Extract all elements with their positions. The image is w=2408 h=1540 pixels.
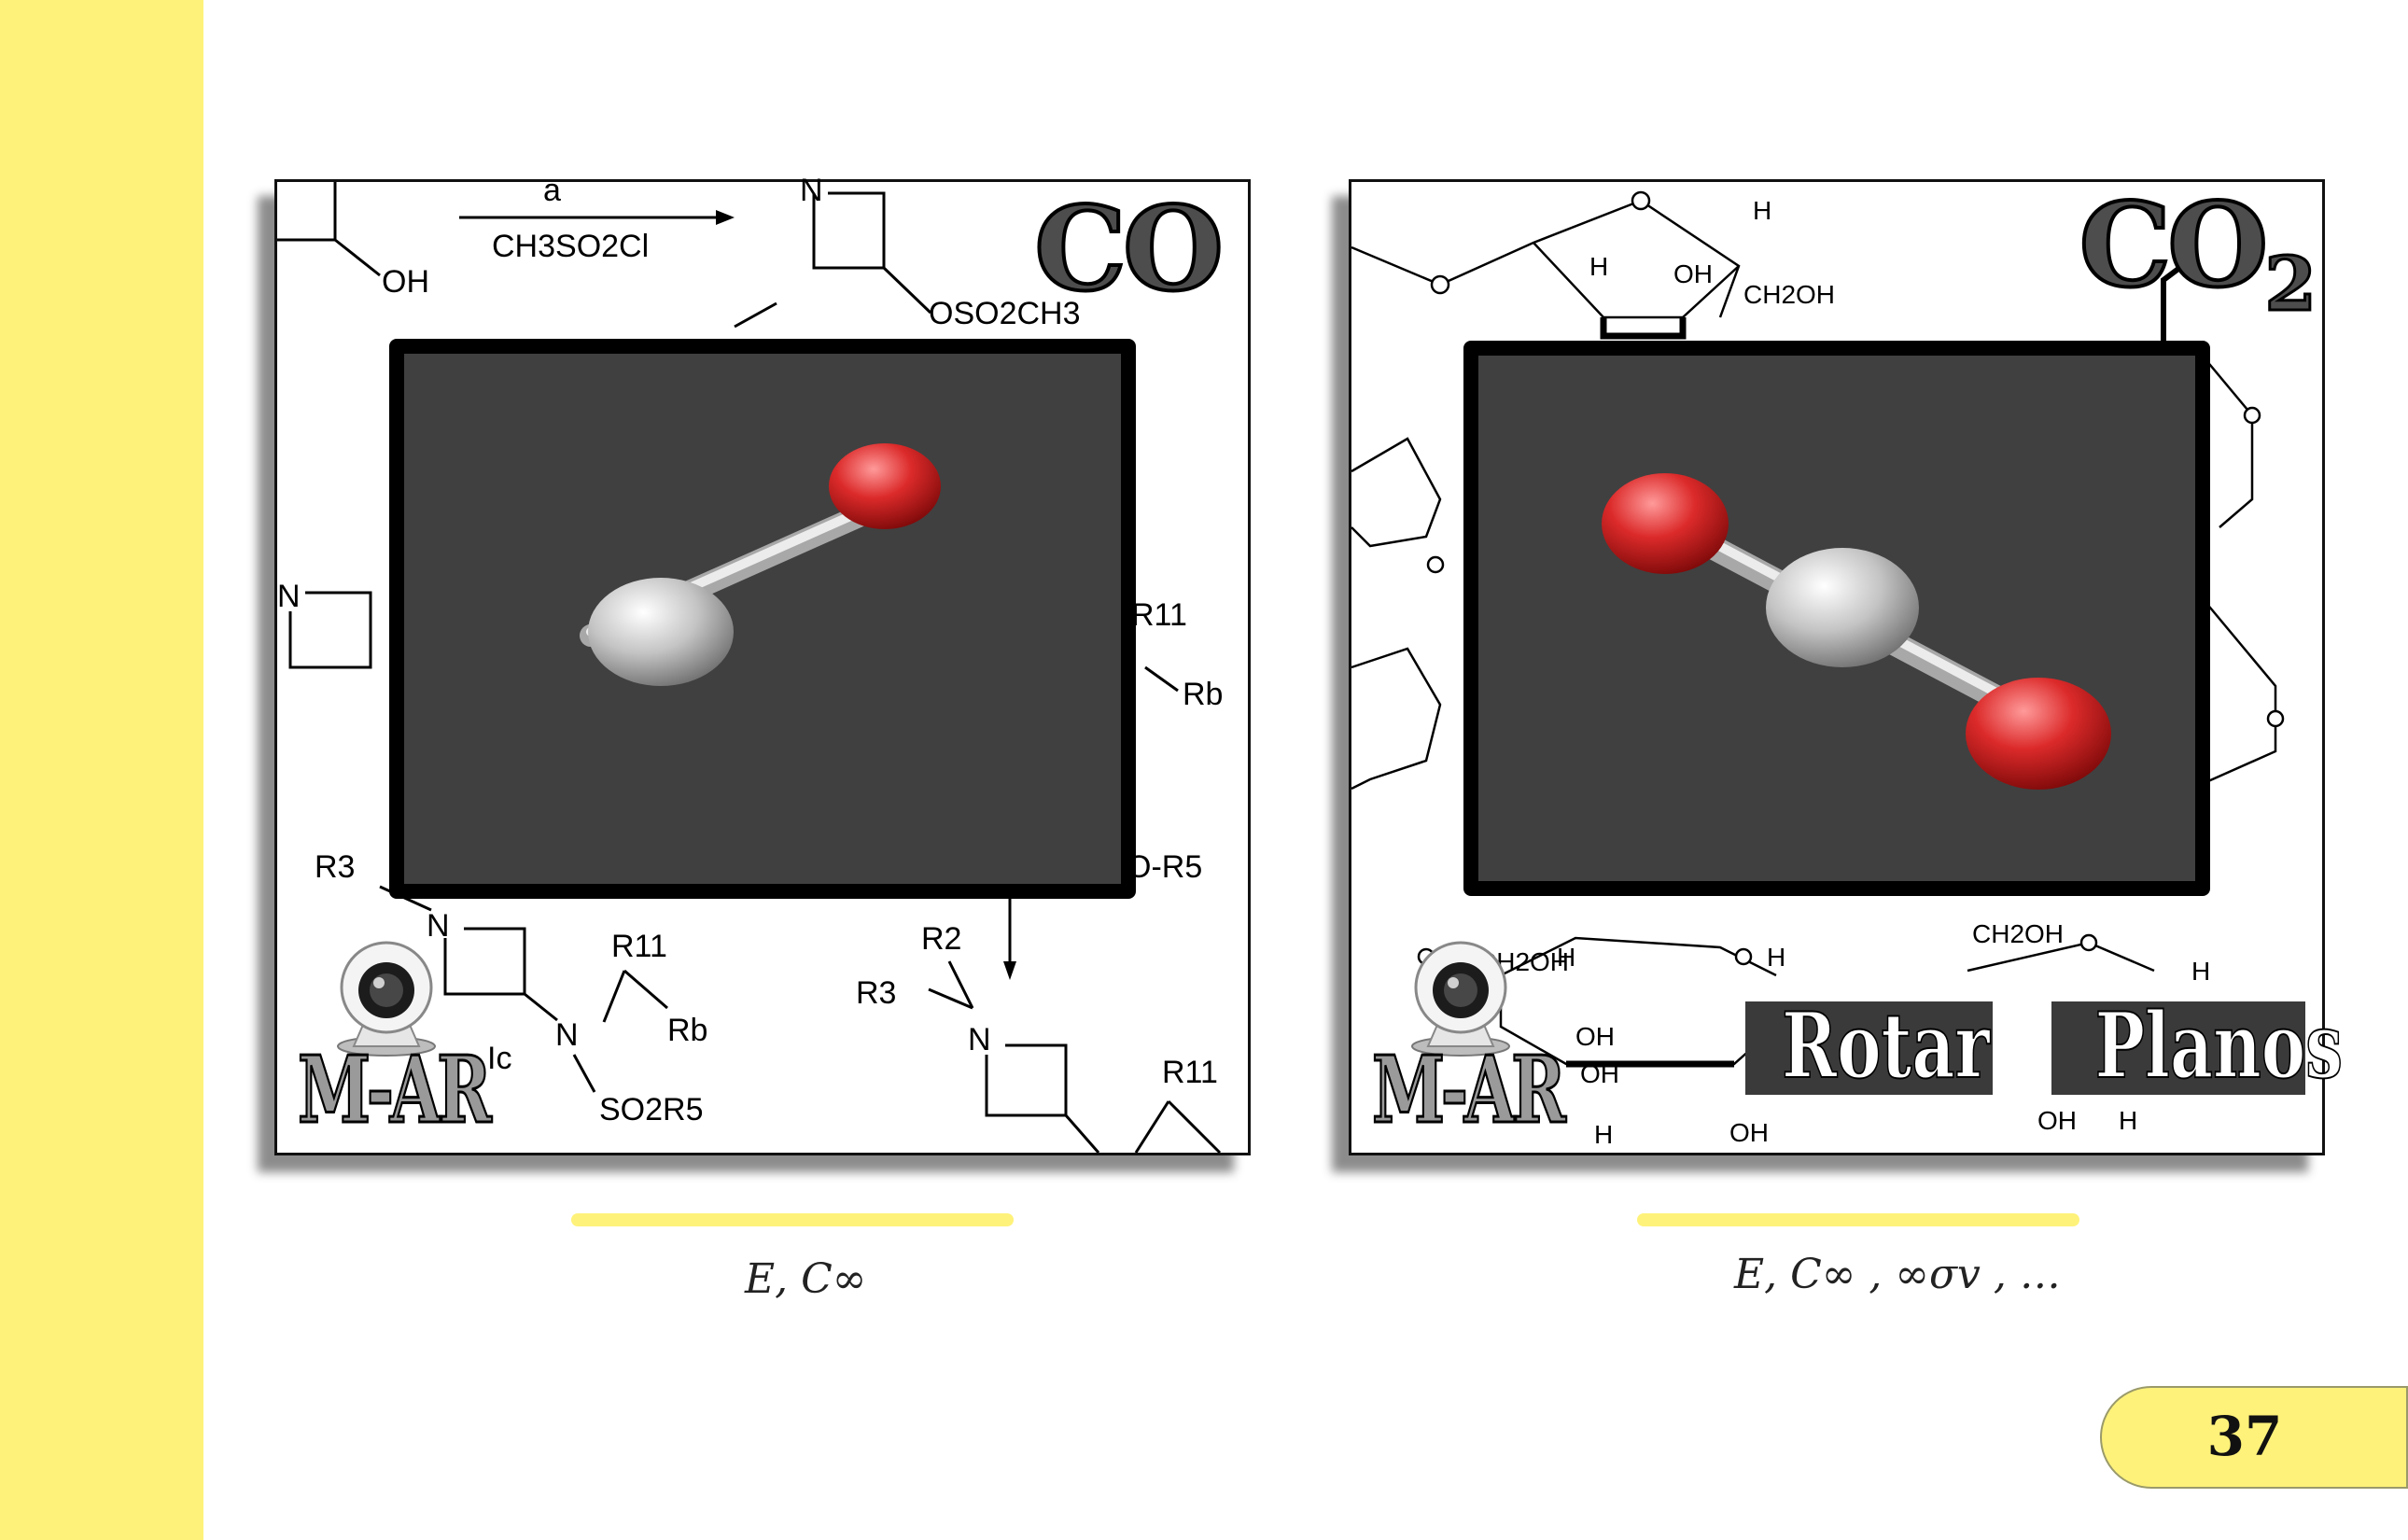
rotate-button-label: Rotar <box>1781 993 1990 1099</box>
scheme-label: Rb <box>667 1013 707 1048</box>
scheme-label: N <box>555 1017 579 1053</box>
planes-button-label: Planos <box>2094 993 2344 1099</box>
carbon-atom <box>1766 548 1919 667</box>
structure-label: H <box>1557 943 1575 972</box>
scheme-label: R11 <box>1131 597 1187 633</box>
scheme-label: N <box>968 1022 991 1057</box>
symmetry-elements-co: E, C∞ <box>745 1255 867 1303</box>
structure-label: OH <box>1580 1059 1619 1088</box>
oxygen-atom <box>1966 678 2111 790</box>
page-number: 37 <box>2206 1405 2283 1468</box>
scheme-label: R3 <box>315 849 355 885</box>
structure-label: H <box>2191 957 2210 986</box>
scheme-label: N <box>277 579 301 614</box>
molecule-3d-viewer[interactable] <box>1463 341 2210 896</box>
molecule-3d-viewer[interactable] <box>389 339 1136 899</box>
scheme-label: R11 <box>1162 1055 1218 1090</box>
scheme-label: R2 <box>921 921 961 957</box>
formula-main: CO <box>2078 176 2271 315</box>
brand-logo-text: M-AR <box>297 1036 493 1146</box>
scheme-label: OH <box>382 264 429 300</box>
symmetry-elements-co2: E, C∞ , ∞σv , … <box>1734 1251 2061 1298</box>
structure-label: H <box>1753 196 1771 225</box>
scheme-label: N <box>800 173 823 208</box>
scheme-label: SO2R5 <box>599 1092 704 1127</box>
carbon-atom <box>588 578 734 686</box>
webcam-icon[interactable] <box>1400 936 1521 1057</box>
structure-label: OH <box>1673 259 1713 288</box>
molecule-formula: CO <box>1032 180 1225 319</box>
sidebar-stripe <box>0 0 203 1540</box>
scheme-label: R3 <box>856 975 896 1011</box>
page-number-tab <box>2100 1386 2408 1489</box>
co-molecule-model[interactable] <box>404 354 1123 886</box>
webcam-icon[interactable] <box>326 936 447 1057</box>
structure-label: H <box>1767 943 1785 972</box>
scheme-label: N <box>427 908 450 944</box>
co2-panel: H H OH CH2OH H OH H OH OH H CH2OH H OH H… <box>1349 176 2344 1155</box>
reaction-scheme-background: OH a CH3SO2Cl N OSO2CH3 N R11 Rb R3 N N … <box>277 173 1223 1155</box>
scheme-label: Rb <box>1183 677 1223 712</box>
planes-button[interactable]: Planos <box>2051 1001 2344 1095</box>
brand-logo-text: M-AR <box>1371 1036 1567 1146</box>
scheme-label: O-R5 <box>1127 849 1202 885</box>
caption-divider <box>1637 1213 2079 1226</box>
structure-label: OH <box>1575 1022 1615 1051</box>
structure-label: H <box>1589 252 1608 281</box>
formula-subscript: 2 <box>2263 238 2318 329</box>
structure-label: CH2OH <box>1743 280 1835 309</box>
structure-label: H <box>1594 1120 1613 1149</box>
rotate-button[interactable]: Rotar <box>1745 1001 1993 1095</box>
structure-label: H <box>2119 1106 2137 1135</box>
molecule-formula: CO2 <box>2078 176 2318 329</box>
scheme-label: R11 <box>611 929 667 964</box>
co-panel: OH a CH3SO2Cl N OSO2CH3 N R11 Rb R3 N N … <box>274 173 1251 1155</box>
co2-molecule-model[interactable] <box>1478 356 2197 883</box>
oxygen-atom <box>829 443 941 529</box>
structure-label: CH2OH <box>1972 919 2064 948</box>
scheme-label: Ic <box>487 1041 511 1076</box>
scheme-label: OSO2CH3 <box>929 296 1081 331</box>
structure-label: OH <box>1729 1118 1769 1147</box>
scheme-label: CH3SO2Cl <box>492 229 649 264</box>
structure-label: OH <box>2037 1106 2077 1135</box>
oxygen-atom <box>1602 473 1729 574</box>
caption-divider <box>571 1213 1014 1226</box>
scheme-label: a <box>543 173 561 208</box>
